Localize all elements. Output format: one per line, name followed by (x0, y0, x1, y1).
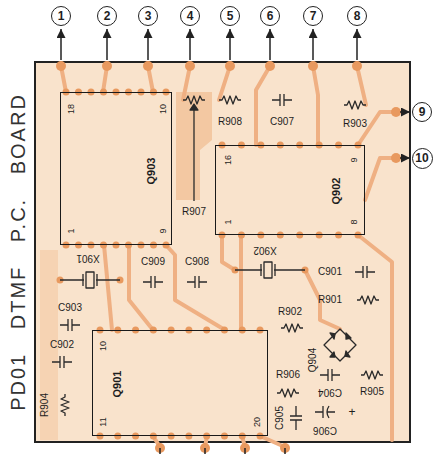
callout-circle: 3 (138, 6, 158, 26)
capacitor-symbol (272, 94, 292, 106)
pin-number: 9 (350, 157, 359, 162)
crystal-label: X901 (76, 253, 99, 263)
capacitor-label: C903 (58, 303, 82, 313)
callout-circle: 6 (260, 6, 280, 26)
ic-designator: Q902 (331, 178, 342, 205)
ic-designator: Q903 (146, 158, 157, 185)
resistor-label: R908 (218, 117, 242, 127)
callout-number: 7 (310, 10, 317, 22)
copper-traces (61, 66, 396, 447)
crystal-symbol (60, 274, 120, 286)
ic-pin-pads (66, 92, 166, 245)
resistor-label: R902 (278, 307, 302, 317)
ic-designator: Q901 (112, 371, 123, 398)
pin-number: 11 (99, 417, 108, 426)
pin-number: 8 (350, 219, 359, 224)
component-label: Q904 (308, 348, 318, 372)
crystal-symbol (235, 264, 305, 276)
callout-number: 9 (419, 106, 426, 118)
callout-arrows (61, 29, 410, 454)
capacitor-symbol (290, 406, 302, 430)
capacitor-label: C906 (313, 425, 337, 435)
callout-number: 1 (58, 10, 65, 22)
pin-number: 20 (253, 417, 262, 427)
capacitor-symbol (187, 276, 207, 288)
ic-outline: Q902 16 9 1 8 (215, 145, 365, 235)
crystal-body (86, 272, 94, 288)
capacitor-label: C905 (275, 406, 285, 430)
wiper-line (193, 110, 194, 201)
callout-number: 8 (354, 10, 361, 22)
board-title: PD01 DTMF P.C. BOARD (8, 93, 28, 411)
board-outline (35, 62, 410, 442)
resistor-label: R906 (276, 370, 300, 380)
pin-number: 9 (159, 228, 168, 233)
capacitor-symbol (52, 356, 72, 368)
pin-number: 10 (99, 341, 108, 351)
pin-number: 1 (224, 219, 233, 224)
pin-number: 10 (159, 104, 168, 114)
ic-outline: Q903 18 10 1 9 (60, 92, 172, 245)
resistor-label: R904 (40, 393, 50, 417)
crystal-label: X902 (253, 245, 276, 255)
capacitor-label: C909 (141, 257, 165, 267)
callout-number: 4 (187, 10, 194, 22)
resistor-symbol (219, 96, 241, 104)
polarity-mark: + (348, 406, 355, 418)
capacitor-label: C902 (50, 340, 74, 350)
capacitor-label: C908 (185, 257, 209, 267)
capacitor-label: C907 (270, 117, 294, 127)
wiper-arrow (190, 104, 198, 110)
callout-circle: 10 (412, 148, 433, 169)
resistor-symbol (357, 296, 379, 304)
callout-number: 2 (104, 10, 111, 22)
resistor-label: R905 (360, 387, 384, 397)
pads (56, 61, 401, 453)
ic-pin-pads (222, 145, 358, 235)
potentiometer-symbol (183, 96, 205, 104)
capacitor-symbol (355, 266, 375, 278)
callout-circle: 5 (220, 6, 240, 26)
callout-circle: 4 (180, 6, 200, 26)
callout-circle: 2 (97, 6, 117, 26)
resistor-label: R907 (182, 207, 206, 217)
capacitor-symbol (143, 276, 163, 288)
copper-plane (176, 92, 212, 200)
resistor-symbol (61, 394, 69, 416)
capacitor-symbol (320, 369, 340, 381)
callout-number: 5 (227, 10, 234, 22)
capacitor-label: C901 (318, 267, 342, 277)
ic-outline: Q901 10 11 20 (92, 330, 268, 436)
component-symbols (52, 94, 383, 430)
resistor-label: R901 (318, 295, 342, 305)
pin-number: 1 (67, 228, 76, 233)
diode-marks (330, 333, 351, 357)
callout-circle: 8 (347, 6, 367, 26)
capacitor-label: C904 (318, 387, 342, 397)
pin-number: 18 (67, 104, 76, 114)
resistor-symbol (281, 324, 303, 332)
callout-number: 10 (415, 152, 428, 164)
electrolytic-symbol (315, 406, 335, 418)
callout-number: 3 (145, 10, 152, 22)
callout-circle: 1 (51, 6, 71, 26)
resistor-label: R903 (343, 119, 367, 129)
pin-number: 16 (224, 155, 233, 165)
resistor-symbol (277, 389, 299, 397)
ic-pin-pads (100, 330, 260, 436)
resistor-symbol (344, 101, 366, 109)
resistor-symbol (361, 371, 383, 379)
capacitor-symbol (60, 319, 80, 331)
crystal-body (264, 262, 272, 278)
callout-number: 6 (267, 10, 274, 22)
callout-circle: 7 (303, 6, 323, 26)
callout-circle: 9 (412, 102, 432, 122)
diode-bridge (324, 329, 356, 361)
